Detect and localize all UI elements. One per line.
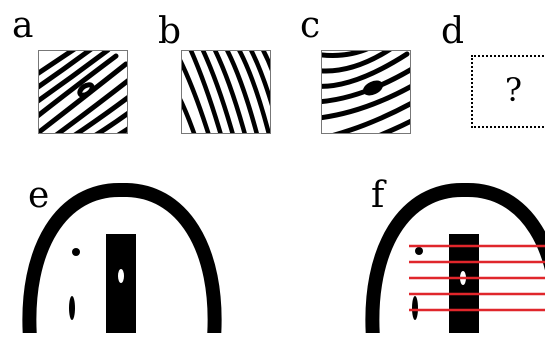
fingertip-diagram-f <box>365 178 545 337</box>
panel-label-d: d <box>441 11 465 52</box>
panel-label-b: b <box>158 11 182 52</box>
unknown-patch-box: ? <box>471 55 545 128</box>
panel-label-f: f <box>371 175 385 216</box>
panel-label-c: c <box>300 5 321 46</box>
panel-label-a: a <box>12 5 34 46</box>
fingerprint-patch-b <box>181 50 271 134</box>
fingerprint-patch-a <box>38 50 128 134</box>
fingerprint-patch-c <box>321 50 411 134</box>
question-mark: ? <box>504 71 523 109</box>
panel-label-e: e <box>28 175 50 216</box>
fingertip-diagram-e <box>22 178 222 337</box>
